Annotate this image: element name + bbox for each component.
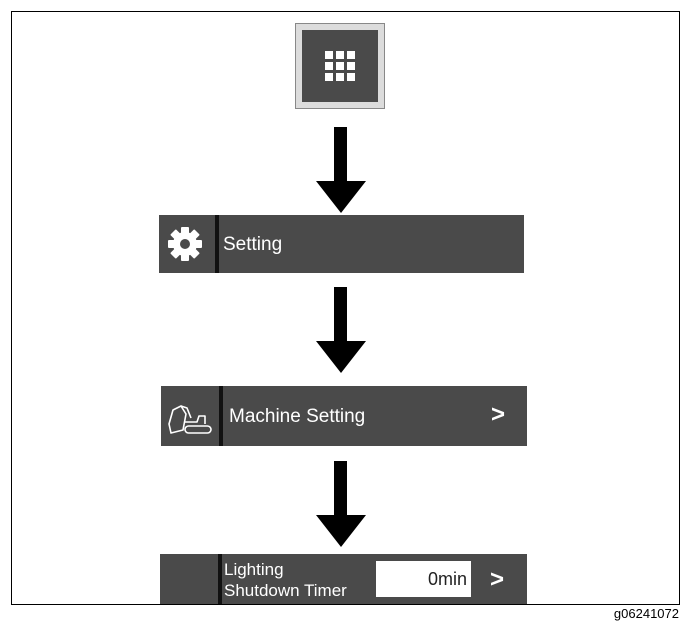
timer-label-line1: Lighting xyxy=(224,560,284,579)
lighting-shutdown-timer-item[interactable]: Lighting Shutdown Timer 0min > xyxy=(160,554,527,604)
timer-value-field[interactable]: 0min xyxy=(376,561,471,597)
machine-setting-menu-item[interactable]: Machine Setting > xyxy=(161,386,527,446)
setting-menu-item[interactable]: Setting xyxy=(159,215,524,273)
figure-id: g06241072 xyxy=(613,606,679,621)
chevron-right-icon: > xyxy=(490,566,505,593)
menu-button-face xyxy=(302,30,378,102)
down-arrow-3 xyxy=(316,461,366,547)
item-divider xyxy=(219,386,223,446)
lighting-shutdown-timer-label: Lighting Shutdown Timer xyxy=(224,559,347,601)
down-arrow-2 xyxy=(316,287,366,373)
setting-label: Setting xyxy=(223,234,283,255)
menu-button[interactable] xyxy=(295,23,385,109)
gear-icon xyxy=(159,215,214,273)
item-divider xyxy=(215,215,219,273)
chevron-right-icon: > xyxy=(491,401,506,428)
grid-menu-icon xyxy=(325,51,355,81)
item-divider xyxy=(218,554,222,604)
down-arrow-1 xyxy=(316,127,366,213)
timer-label-line2: Shutdown Timer xyxy=(224,581,347,600)
excavator-icon xyxy=(161,386,219,446)
machine-setting-label: Machine Setting xyxy=(229,406,366,427)
